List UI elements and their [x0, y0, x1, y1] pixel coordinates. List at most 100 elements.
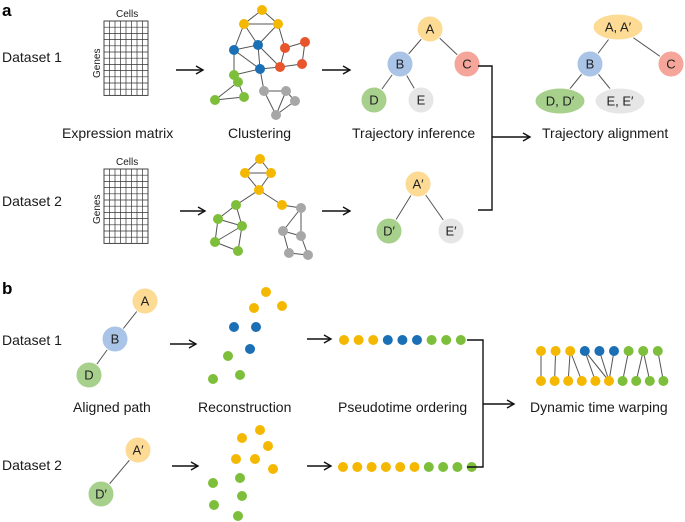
order-point — [338, 462, 348, 472]
aligned-path-label: Aligned path — [73, 399, 151, 415]
cluster-node — [210, 95, 220, 105]
svg-text:D: D — [369, 93, 378, 108]
cluster-node — [296, 203, 306, 213]
merge-bracket-a — [478, 65, 493, 211]
cluster-node — [210, 237, 220, 247]
svg-text:D′: D′ — [95, 487, 107, 502]
tree2-node-e: E′ — [437, 217, 465, 245]
dtw-bottom-point — [549, 376, 560, 386]
cluster-node — [281, 86, 291, 96]
cells-label-1: Cells — [116, 9, 138, 20]
aligned-node-e: E, E′ — [594, 87, 646, 115]
dtw-top-point — [652, 346, 663, 356]
dataset1-label-a: Dataset 1 — [2, 49, 62, 65]
cluster-node — [239, 19, 249, 29]
svg-text:C: C — [666, 57, 675, 72]
tree1-node-e: E — [407, 86, 435, 114]
dtw-top-point — [609, 346, 619, 356]
expression-matrix-label: Expression matrix — [62, 125, 173, 141]
dtw-bottom-point — [576, 376, 587, 386]
dtw-top-point — [550, 346, 561, 356]
cluster-node — [300, 37, 310, 47]
aligned-node-b: B — [576, 50, 604, 78]
recon-point — [249, 303, 259, 313]
panel-label-a: a — [2, 1, 12, 20]
order-point — [366, 462, 377, 472]
recon-point — [223, 351, 233, 361]
dtw-bottom-point — [590, 376, 601, 386]
reconstruction-scatter-1 — [208, 287, 287, 384]
trajectory-tree-1: A B C D E — [360, 15, 481, 114]
dynamic-time-warping-graph — [536, 346, 669, 386]
cluster-node — [259, 86, 269, 96]
tree1-node-b: B — [386, 50, 414, 78]
cluster-node — [233, 77, 243, 87]
svg-text:A′: A′ — [412, 177, 424, 192]
svg-text:A: A — [141, 294, 150, 309]
tree2-node-a: A′ — [404, 170, 432, 198]
order-point — [397, 335, 408, 345]
recon-point — [245, 344, 255, 354]
cells-label-2: Cells — [116, 157, 138, 168]
dtw-top-point — [579, 346, 590, 356]
cluster-node — [296, 231, 306, 241]
clustering-graph-1 — [210, 5, 310, 120]
cluster-node — [237, 221, 247, 231]
recon-point — [208, 374, 218, 384]
svg-text:D: D — [84, 368, 93, 383]
cluster-node — [278, 226, 288, 236]
recon-point — [229, 322, 239, 332]
recon-point — [251, 322, 261, 332]
dtw-top-point — [638, 346, 649, 356]
cluster-node — [229, 45, 239, 55]
trajectory-alignment-label: Trajectory alignment — [542, 125, 668, 141]
cluster-node — [231, 200, 241, 210]
cluster-node — [271, 110, 281, 120]
recon-point — [250, 454, 260, 464]
recon-point — [231, 454, 241, 464]
cluster-node — [284, 248, 294, 258]
order-point — [438, 462, 449, 472]
expression-matrix-grid-2 — [103, 168, 149, 244]
expression-matrix-grid-1 — [103, 20, 149, 96]
path1-node-d: D — [75, 361, 103, 389]
recon-point — [261, 287, 271, 297]
panel-label-b: b — [2, 279, 12, 298]
order-point — [395, 462, 406, 472]
dtw-top-point — [565, 346, 576, 356]
cluster-node — [257, 5, 267, 15]
dtw-top-point — [594, 346, 605, 356]
tree1-node-a: A — [416, 15, 444, 43]
aligned-tree: A, A′ B C D, D′ E, E′ — [534, 13, 685, 115]
tree2-node-d: D′ — [375, 217, 403, 245]
dtw-top-point — [623, 346, 634, 356]
recon-point — [268, 464, 278, 474]
svg-text:C: C — [462, 57, 471, 72]
svg-text:B: B — [111, 332, 120, 347]
aligned-node-d: D, D′ — [534, 87, 586, 115]
order-point — [352, 462, 363, 472]
svg-text:D′: D′ — [383, 224, 395, 239]
path2-node-d: D′ — [87, 480, 115, 508]
svg-text:E, E′: E, E′ — [606, 94, 634, 109]
dtw-bottom-point — [658, 376, 669, 386]
svg-text:A, A′: A, A′ — [605, 20, 632, 35]
recon-point — [237, 433, 247, 443]
tree1-node-d: D — [360, 86, 388, 114]
clustering-label: Clustering — [228, 125, 291, 141]
svg-text:A: A — [426, 22, 435, 37]
dtw-bottom-point — [563, 376, 574, 386]
path1-node-b: B — [101, 325, 129, 353]
cluster-node — [255, 154, 265, 164]
pseudotime-ordering-label: Pseudotime ordering — [338, 399, 467, 415]
recon-point — [255, 425, 265, 435]
cluster-node — [280, 43, 290, 53]
order-point — [368, 335, 379, 345]
cluster-node — [213, 214, 223, 224]
dynamic-time-warping-label: Dynamic time warping — [530, 399, 668, 415]
order-point — [380, 462, 391, 472]
svg-text:A′: A′ — [132, 443, 144, 458]
order-point — [382, 335, 393, 345]
dtw-bottom-point — [631, 376, 642, 386]
